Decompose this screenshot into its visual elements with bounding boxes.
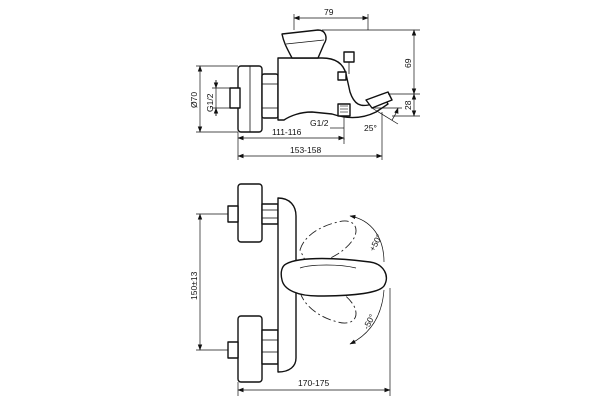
side-view: 79 69 28 25° Ø70 G1/2 G1/2 111-116 — [189, 7, 420, 160]
front-lower-flange — [237, 315, 263, 383]
front-handle-ghost-up — [299, 220, 357, 267]
side-hex-nut — [261, 73, 279, 119]
front-handle-ghost-down — [299, 279, 357, 324]
dim-inlet-thread: G1/2 — [205, 93, 215, 112]
dim-flange-diameter: Ø70 — [189, 92, 199, 108]
dim-width-top: 79 — [324, 7, 334, 17]
front-view: +50° -50° 150±13 170-175 — [189, 183, 391, 396]
front-lower-inlet — [227, 341, 239, 359]
dim-overall-width: 170-175 — [298, 378, 329, 388]
dim-centres: 150±13 — [189, 271, 199, 300]
side-lever-handle — [281, 29, 327, 59]
front-lever-handle — [280, 257, 388, 297]
side-inlet-stub — [229, 87, 241, 109]
front-lower-nut — [261, 329, 279, 365]
side-mixer-body — [277, 57, 389, 121]
side-spout-tip — [365, 91, 393, 109]
side-diverter-knob — [343, 51, 355, 63]
dim-body-height: 69 — [403, 58, 413, 68]
front-upper-flange — [237, 183, 263, 243]
dim-handle-angle-up: +50° — [367, 233, 384, 253]
dim-spout-height: 28 — [403, 100, 413, 110]
dim-projection-outer: 153-158 — [290, 145, 321, 155]
front-upper-nut — [261, 203, 279, 225]
dim-outlet-thread: G1/2 — [310, 118, 329, 128]
dim-spout-angle: 25° — [364, 123, 377, 133]
dim-projection-inner: 111-116 — [272, 127, 302, 137]
front-upper-inlet — [227, 205, 239, 223]
